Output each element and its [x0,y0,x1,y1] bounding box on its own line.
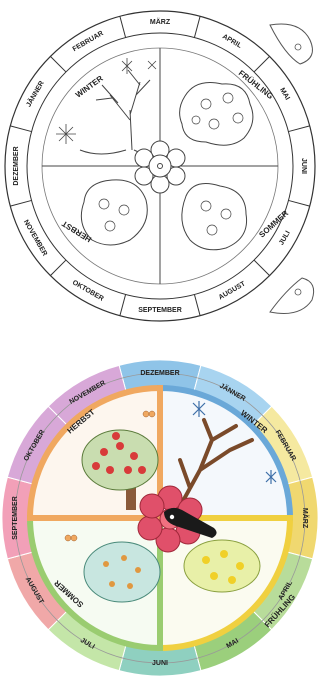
pointer-cutout-bottom [270,278,314,314]
summer-tree [84,542,160,602]
top-month-label: SEPTEMBER [138,307,182,314]
bottom-month-label: DEZEMBER [140,370,179,377]
bottom-month-label: JUNI [152,660,168,667]
top-month-label: JUNI [300,158,307,174]
bottom-season-wheel: DEZEMBERJÄNNERFEBRUARMÄRZAPRILMAIJUNIJUL… [2,360,318,676]
bottom-month-label: SEPTEMBER [12,496,19,540]
top-month-label: MÄRZ [150,18,171,26]
bottom-month-label: MÄRZ [301,508,309,529]
pointer-cutout-top [270,24,312,64]
top-month-label: DEZEMBER [13,146,20,185]
center-flower [135,141,185,193]
top-season-wheel: MÄRZAPRILMAIJUNIJULIAUGUSTSEPTEMBEROKTOB… [5,11,315,321]
spring-blossom-tree [184,540,260,592]
